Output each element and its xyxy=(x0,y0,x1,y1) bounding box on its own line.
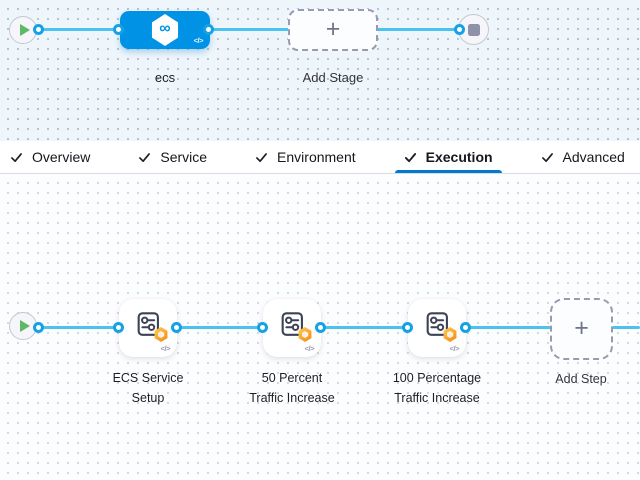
add-stage-button[interactable]: + xyxy=(288,9,378,51)
check-icon xyxy=(541,151,554,164)
execution-graph-canvas: </> ECS Service Setup </> 50 Percent Tra… xyxy=(0,174,640,480)
connector-dot xyxy=(257,322,268,333)
orange-hexagon-badge-icon xyxy=(154,327,168,342)
check-icon xyxy=(255,151,268,164)
connector-dot xyxy=(454,24,465,35)
step-label-line1: 50 Percent xyxy=(261,371,323,385)
tab-execution[interactable]: Execution xyxy=(394,141,502,173)
check-icon xyxy=(138,151,151,164)
step-label-line1: 100 Percentage xyxy=(392,371,482,385)
stage-edge-line xyxy=(36,28,474,31)
orange-hexagon-badge-icon xyxy=(443,327,457,342)
step-node-50-percent-traffic-increase[interactable]: </> xyxy=(263,299,321,357)
step-label-line2: Traffic Increase xyxy=(394,391,480,405)
connector-dot xyxy=(113,24,124,35)
stage-yaml-toggle[interactable]: </> xyxy=(193,36,204,45)
stage-config-tab-bar: Overview Service Environment Execution A… xyxy=(0,141,640,174)
connector-dot xyxy=(33,322,44,333)
connector-dot xyxy=(402,322,413,333)
stage-node-ecs[interactable]: ∞ </> xyxy=(120,11,210,49)
tab-environment[interactable]: Environment xyxy=(255,141,356,173)
plus-icon: + xyxy=(574,313,589,342)
stage-label: ecs xyxy=(154,70,176,85)
pipeline-start-node xyxy=(9,16,37,44)
step-yaml-toggle[interactable]: </> xyxy=(160,344,171,353)
play-icon xyxy=(19,320,30,332)
connector-dot xyxy=(113,322,124,333)
plus-icon: + xyxy=(325,14,341,43)
step-label: 100 Percentage Traffic Increase xyxy=(362,368,512,408)
tab-label: Service xyxy=(160,149,208,165)
active-tab-underline xyxy=(394,170,502,173)
connector-dot xyxy=(33,24,44,35)
add-step-label: Add Step xyxy=(555,372,607,386)
add-stage-label: Add Stage xyxy=(302,70,364,85)
tab-label: Environment xyxy=(277,149,356,165)
orange-hexagon-badge-icon xyxy=(298,327,312,342)
step-node-100-percentage-traffic-increase[interactable]: </> xyxy=(408,299,466,357)
tab-advanced[interactable]: Advanced xyxy=(541,141,625,173)
step-label-line1: ECS Service xyxy=(112,371,184,385)
step-label: ECS Service Setup xyxy=(73,368,223,408)
step-sliders-icon xyxy=(278,310,312,342)
stage-graph-canvas: ∞ </> ecs + Add Stage xyxy=(0,0,640,141)
execution-edge-line xyxy=(36,326,640,329)
step-yaml-toggle[interactable]: </> xyxy=(449,344,460,353)
step-sliders-icon xyxy=(134,310,168,342)
tab-service[interactable]: Service xyxy=(138,141,207,173)
step-sliders-icon xyxy=(423,310,457,342)
step-yaml-toggle[interactable]: </> xyxy=(304,344,315,353)
connector-dot xyxy=(315,322,326,333)
tab-label: Execution xyxy=(425,149,493,165)
play-icon xyxy=(19,24,30,36)
step-label: 50 Percent Traffic Increase xyxy=(217,368,367,408)
add-step-button[interactable]: + xyxy=(550,298,613,360)
step-label-line2: Setup xyxy=(131,391,165,405)
connector-dot xyxy=(171,322,182,333)
step-node-ecs-service-setup[interactable]: </> xyxy=(119,299,177,357)
cd-hexagon-icon: ∞ xyxy=(151,14,179,46)
tab-label: Advanced xyxy=(562,149,625,165)
execution-start-node xyxy=(9,312,37,340)
stop-icon xyxy=(467,23,480,36)
connector-dot xyxy=(460,322,471,333)
check-icon xyxy=(404,151,417,164)
tab-overview[interactable]: Overview xyxy=(10,141,90,173)
tab-label: Overview xyxy=(32,149,91,165)
step-label-line2: Traffic Increase xyxy=(249,391,335,405)
connector-dot xyxy=(203,24,214,35)
check-icon xyxy=(10,151,23,164)
